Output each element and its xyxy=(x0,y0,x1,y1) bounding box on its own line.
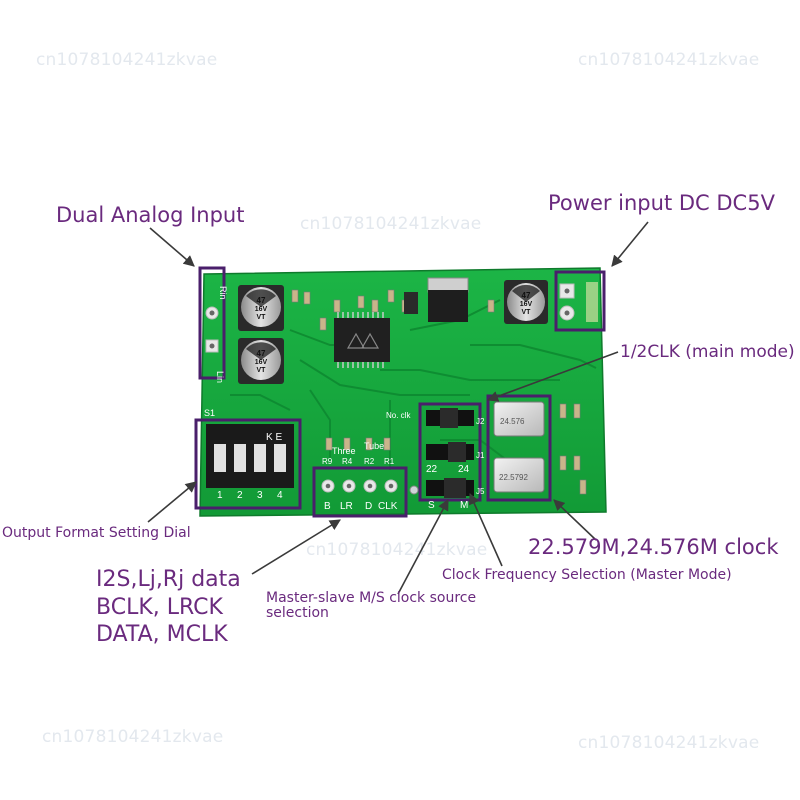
resistor-r1: R1 xyxy=(384,457,395,466)
power-input-callout: Power input DC DC5V xyxy=(548,191,775,215)
output-header: B LR D CLK xyxy=(312,466,408,518)
watermark: cn1078104241zkvae xyxy=(578,733,760,753)
output-format-callout: Output Format Setting Dial xyxy=(2,525,191,541)
voltage-regulator xyxy=(404,277,469,322)
half-clk-callout: 1/2CLK (main mode) xyxy=(620,342,795,362)
ms-m-label: M xyxy=(460,500,468,511)
resistor-r2: R2 xyxy=(364,457,375,466)
resistor-r4: R4 xyxy=(342,457,353,466)
crystal-block: 24.576 22.5792 xyxy=(486,394,552,502)
svg-text:VT: VT xyxy=(522,309,532,316)
jumper-highlight xyxy=(418,402,482,502)
analog-input-highlight xyxy=(198,266,226,380)
mounting-hole xyxy=(409,485,419,495)
dip-switch: S1 K E 1 2 3 4 xyxy=(194,408,302,510)
adc-chip xyxy=(334,312,390,368)
smd-components xyxy=(291,289,587,495)
dip-number-2: 2 xyxy=(237,490,243,501)
watermark: cn1078104241zkvae xyxy=(36,50,218,70)
capacitor-power: 47 16V VT xyxy=(504,280,548,324)
dip-switch-highlight xyxy=(194,418,302,510)
dip-letters-label: K E xyxy=(266,432,282,443)
svg-text:16V: 16V xyxy=(520,301,533,308)
resistor-r9: R9 xyxy=(322,457,333,466)
power-input-header xyxy=(554,270,606,332)
watermark: cn1078104241zkvae xyxy=(42,727,224,747)
jumper-block: J2 J1 J5 22 24 S M G xyxy=(410,402,485,511)
no-clk-label: No. clk xyxy=(386,411,411,420)
jumper-j1-label: J1 xyxy=(476,451,485,460)
master-slave-callout: Master-slave M/S clock source selection xyxy=(266,590,477,621)
jumper-j2-label: J2 xyxy=(476,417,485,426)
dip-number-3: 3 xyxy=(257,490,263,501)
tube-label: Tube xyxy=(364,441,384,451)
watermark: cn1078104241zkvae xyxy=(306,540,488,560)
dip-number-1: 1 xyxy=(217,490,223,501)
svg-text:16V: 16V xyxy=(255,306,268,313)
output-header-highlight xyxy=(312,466,408,518)
power-input-highlight xyxy=(554,270,606,332)
watermark: cn1078104241zkvae xyxy=(300,214,482,234)
svg-text:16V: 16V xyxy=(255,359,268,366)
pin-d-label: D xyxy=(365,501,372,512)
svg-text:47: 47 xyxy=(257,349,266,358)
crystal-highlight xyxy=(486,394,552,502)
lin-label: Lin xyxy=(215,371,225,383)
crystal-24-label: 24.576 xyxy=(500,417,525,426)
watermark: cn1078104241zkvae xyxy=(578,50,760,70)
svg-text:VT: VT xyxy=(257,367,267,374)
capacitor-bottom: 47 16V VT xyxy=(238,338,284,384)
pin-clk-label: CLK xyxy=(378,501,398,512)
crystal-22-label: 22.5792 xyxy=(499,473,528,482)
svg-text:47: 47 xyxy=(257,296,266,305)
dip-ref-label: S1 xyxy=(204,408,215,418)
freq-24-label: 24 xyxy=(458,464,470,475)
svg-text:47: 47 xyxy=(522,291,531,300)
freq-22-label: 22 xyxy=(426,464,438,475)
pin-lr-label: LR xyxy=(340,501,353,512)
data-formats-callout: I2S,Lj,Rj data BCLK, LRCK DATA, MCLK xyxy=(96,567,241,647)
clock-freq-callout: 22.579M,24.576M clock xyxy=(528,535,779,559)
capacitor-top: 47 16V VT xyxy=(238,285,284,331)
svg-text:VT: VT xyxy=(257,314,267,321)
ms-s-label: S xyxy=(428,500,435,511)
clock-selection-callout: Clock Frequency Selection (Master Mode) xyxy=(442,567,732,583)
analog-input-callout: Dual Analog Input xyxy=(56,203,245,227)
jumper-j5-label: J5 xyxy=(476,487,485,496)
pin-b-label: B xyxy=(324,501,331,512)
dip-number-4: 4 xyxy=(277,490,283,501)
rin-label: Rin xyxy=(218,286,228,300)
three-label: Three xyxy=(332,446,356,456)
analog-input-header: Rin Lin xyxy=(198,266,228,383)
callout-arrows xyxy=(147,221,649,595)
